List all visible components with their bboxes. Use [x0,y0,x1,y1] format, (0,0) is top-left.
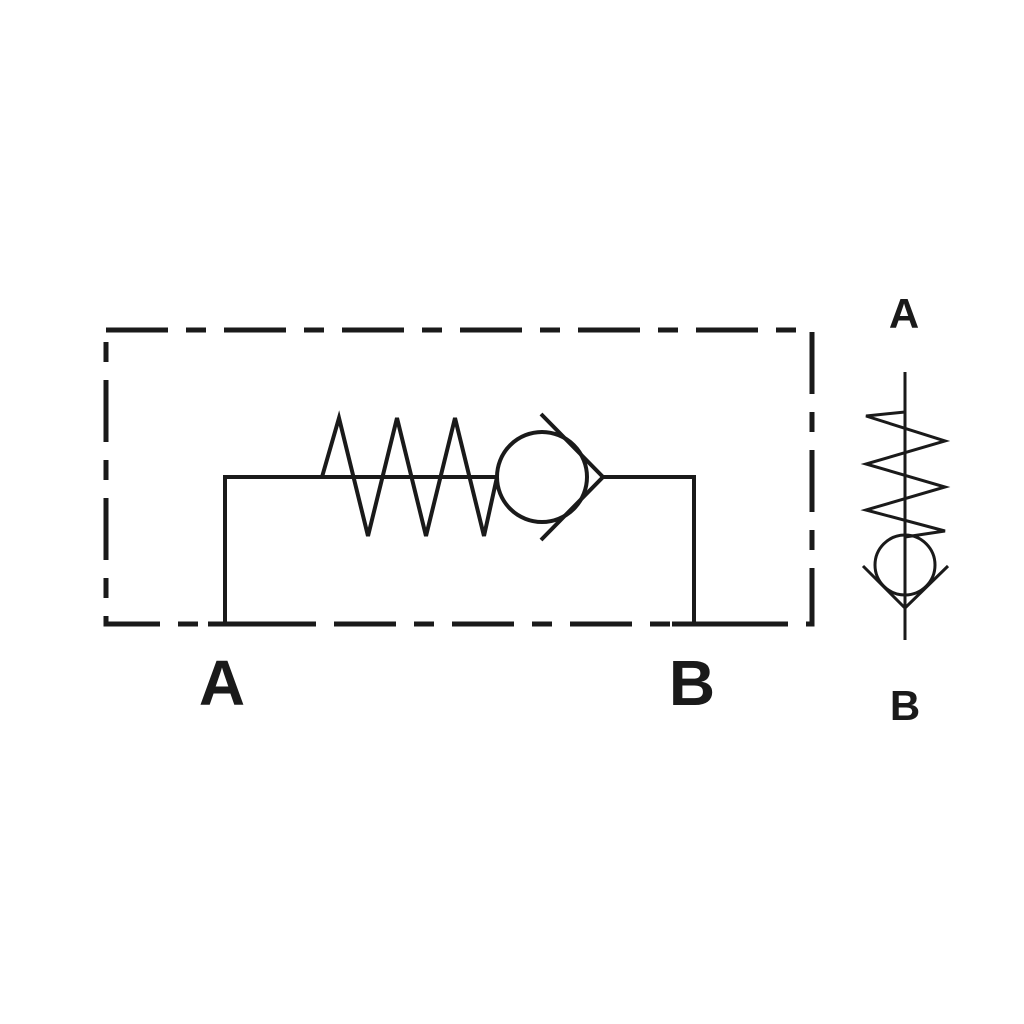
spring-icon [320,410,499,537]
port-b-label: B [669,647,715,719]
seat-icon [539,412,606,542]
compact-ball-icon [873,533,937,597]
compact-seat-icon [861,564,950,611]
compact-check-valve-symbol [860,372,951,640]
ball-icon [495,430,589,524]
port-a-label: A [199,647,245,719]
compact-port-a-label: A [889,290,919,337]
valve-enclosure [103,327,815,627]
compact-spring-icon [860,410,951,539]
compact-port-b-label: B [890,682,920,729]
